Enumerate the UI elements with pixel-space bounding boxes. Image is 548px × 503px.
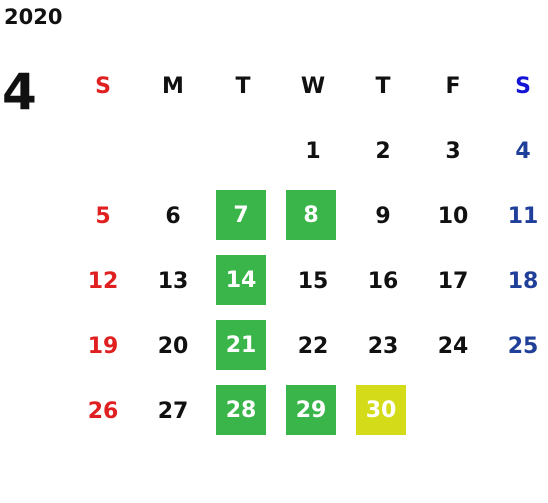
week-row-4: 19 20 21 22 23 24 25 xyxy=(68,320,548,385)
day-cell-26[interactable]: 26 xyxy=(87,398,119,424)
day-cell-30[interactable]: 30 xyxy=(356,385,406,435)
weekday-header-6: S xyxy=(515,73,531,99)
day-cell-2[interactable]: 2 xyxy=(375,138,391,164)
weekday-header-3: W xyxy=(300,73,326,99)
day-cell-7[interactable]: 7 xyxy=(216,190,266,240)
empty-day-cell xyxy=(208,125,278,177)
day-cell-20[interactable]: 20 xyxy=(157,333,189,359)
year-label: 2020 xyxy=(4,5,63,29)
weekday-header-0: S xyxy=(95,73,111,99)
day-cell-24[interactable]: 24 xyxy=(437,333,469,359)
week-row-1: 1 2 3 4 xyxy=(68,125,548,190)
weekday-header-2: T xyxy=(235,73,251,99)
empty-day-cell xyxy=(418,385,488,437)
day-cell-28[interactable]: 28 xyxy=(216,385,266,435)
day-cell-14[interactable]: 14 xyxy=(216,255,266,305)
day-cell-3[interactable]: 3 xyxy=(445,138,461,164)
week-row-5: 26 27 28 29 30 xyxy=(68,385,548,450)
weekday-header-4: T xyxy=(375,73,391,99)
day-cell-12[interactable]: 12 xyxy=(87,268,119,294)
month-label: 4 xyxy=(2,63,37,121)
day-cell-21[interactable]: 21 xyxy=(216,320,266,370)
day-cell-29[interactable]: 29 xyxy=(286,385,336,435)
day-cell-25[interactable]: 25 xyxy=(507,333,539,359)
weekday-header-5: F xyxy=(445,73,461,99)
day-cell-27[interactable]: 27 xyxy=(157,398,189,424)
day-cell-10[interactable]: 10 xyxy=(437,203,469,229)
day-cell-6[interactable]: 6 xyxy=(165,203,181,229)
day-cell-4[interactable]: 4 xyxy=(515,138,531,164)
day-cell-13[interactable]: 13 xyxy=(157,268,189,294)
day-cell-22[interactable]: 22 xyxy=(297,333,329,359)
empty-day-cell xyxy=(138,125,208,177)
day-cell-19[interactable]: 19 xyxy=(87,333,119,359)
empty-day-cell xyxy=(68,125,138,177)
day-cell-11[interactable]: 11 xyxy=(507,203,539,229)
day-cell-9[interactable]: 9 xyxy=(375,203,391,229)
day-cell-17[interactable]: 17 xyxy=(437,268,469,294)
day-cell-23[interactable]: 23 xyxy=(367,333,399,359)
day-cell-8[interactable]: 8 xyxy=(286,190,336,240)
day-cell-5[interactable]: 5 xyxy=(95,203,111,229)
week-row-3: 12 13 14 15 16 17 18 xyxy=(68,255,548,320)
day-cell-18[interactable]: 18 xyxy=(507,268,539,294)
day-cell-15[interactable]: 15 xyxy=(297,268,329,294)
day-cell-16[interactable]: 16 xyxy=(367,268,399,294)
day-cell-1[interactable]: 1 xyxy=(305,138,321,164)
weekday-header-1: M xyxy=(162,73,184,99)
empty-day-cell xyxy=(488,385,548,437)
